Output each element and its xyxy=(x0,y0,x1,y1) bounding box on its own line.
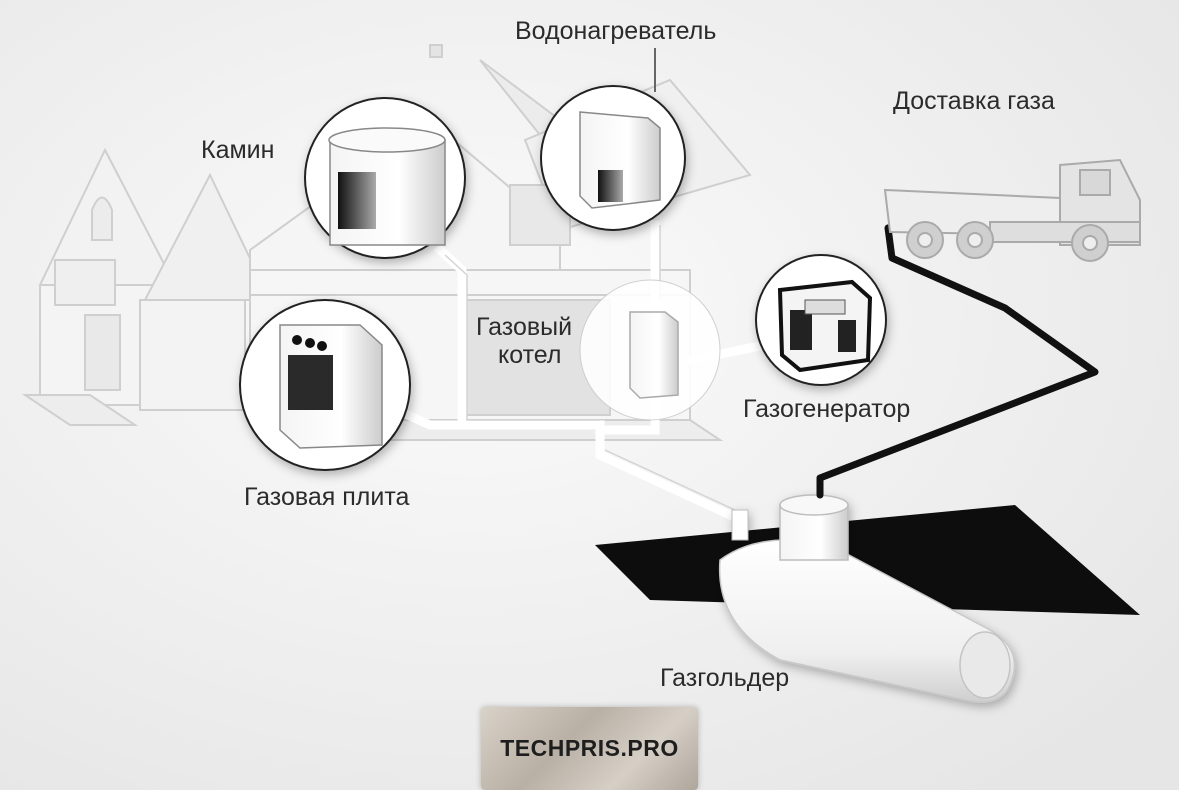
gas-generator-label: Газогенератор xyxy=(743,395,911,423)
gas-holder-tank xyxy=(718,494,1016,703)
gas-generator-callout xyxy=(755,254,887,386)
gas-boiler-label-line2: котел xyxy=(498,340,562,369)
gas-generator-icon xyxy=(804,299,846,315)
gas-boiler-callout xyxy=(579,279,721,421)
fireplace-callout xyxy=(304,97,466,259)
water-heater-callout xyxy=(540,85,686,231)
gas-holder-label: Газгольдер xyxy=(660,664,790,692)
gas-boiler-icon xyxy=(629,311,679,399)
gas-delivery-truck-icon xyxy=(883,158,1141,262)
water-heater-icon xyxy=(598,170,623,202)
fireplace-icon xyxy=(338,172,376,229)
water-heater-label: Водонагреватель xyxy=(515,17,717,45)
gas-stove-callout xyxy=(239,299,411,471)
gas-stove-icon xyxy=(288,355,333,410)
gas-boiler-label: Газовый котел xyxy=(476,313,573,369)
watermark-badge: TECHPRIS.PRO xyxy=(481,707,698,790)
watermark-text: TECHPRIS.PRO xyxy=(500,735,679,761)
gas-boiler-label-line1: Газовый xyxy=(476,313,573,341)
gas-delivery-pipe xyxy=(816,218,1099,499)
gas-stove-label: Газовая плита xyxy=(244,483,410,511)
gas-delivery-label: Доставка газа xyxy=(893,87,1055,115)
fireplace-label: Камин xyxy=(201,136,275,164)
